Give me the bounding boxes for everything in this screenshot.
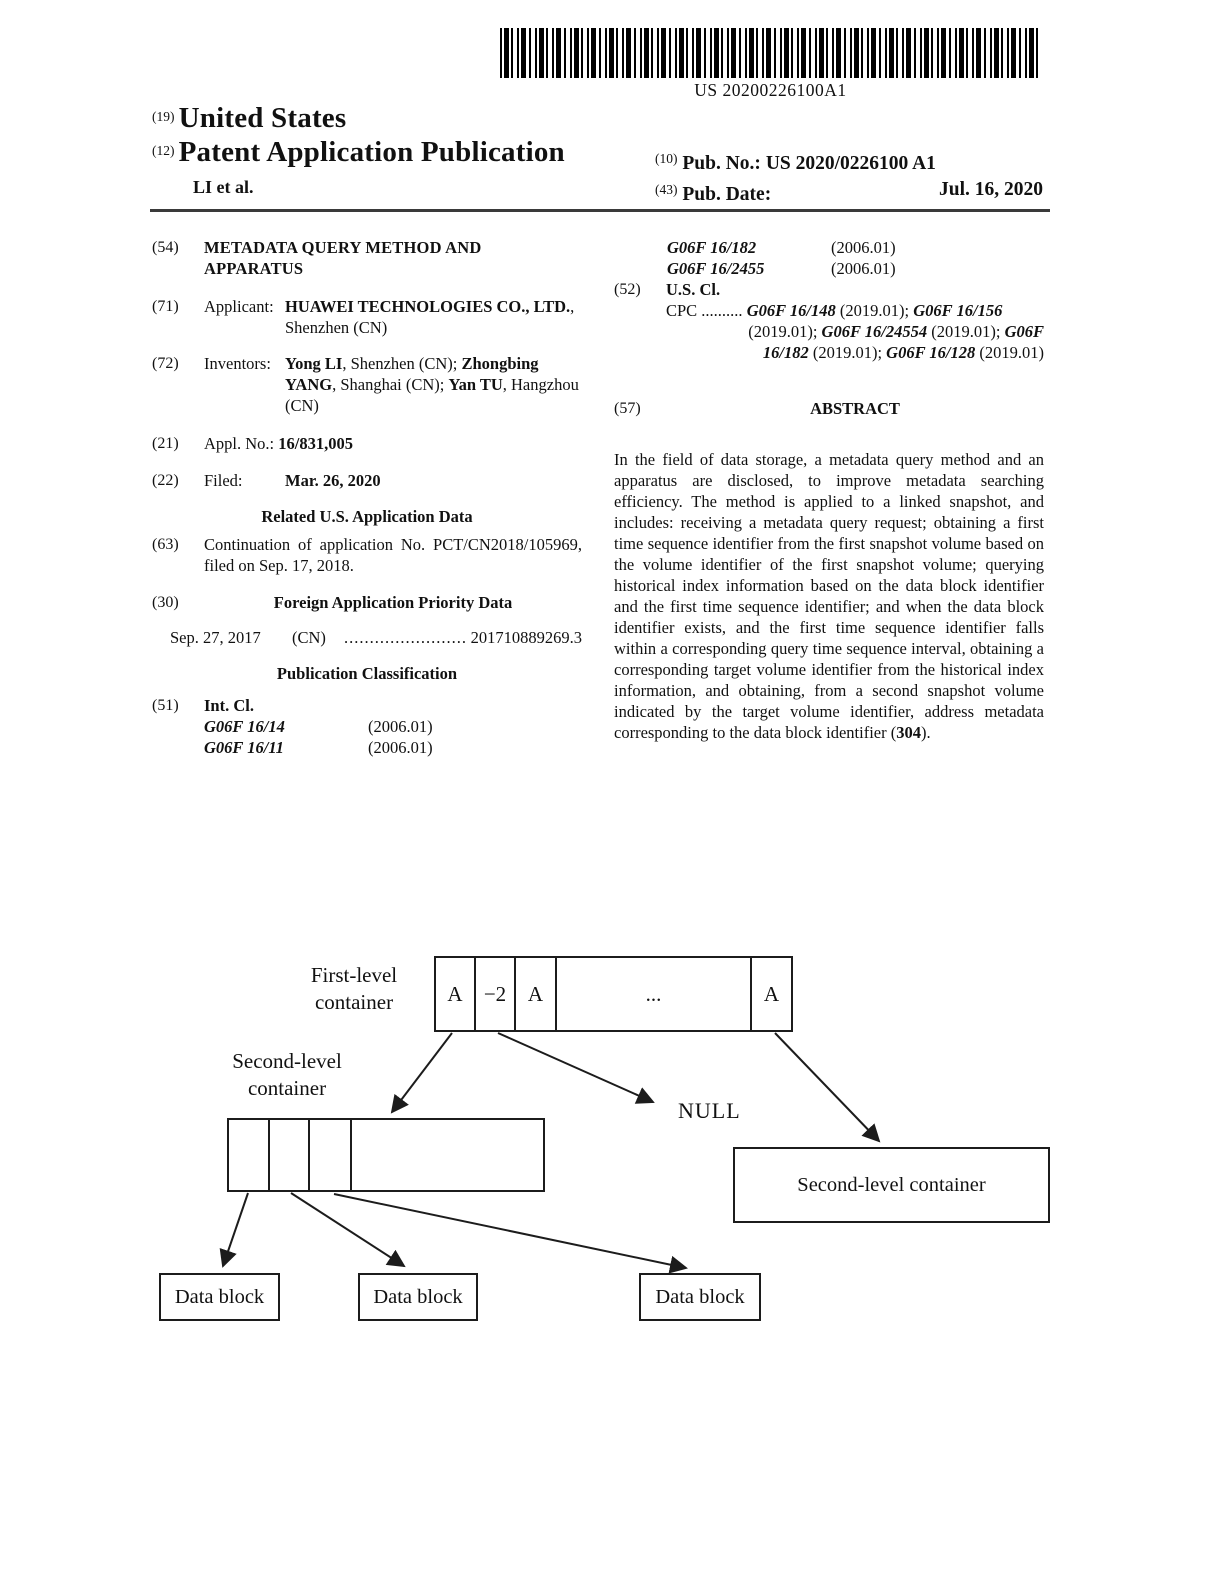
int-cl-row: G06F 16/11 (2006.01) [204,737,582,758]
priority-date: Sep. 27, 2017 [170,628,261,647]
abstract-heading-row: (57) ABSTRACT [614,398,1044,419]
data-block-box: Data block [358,1273,478,1321]
class-date: (2006.01) [831,238,896,257]
second-level-cell [310,1120,352,1190]
pub-date-row: (43) Pub. Date: Jul. 16, 2020 [655,177,1043,208]
continuation-section: (63) Continuation of application No. PCT… [152,534,582,576]
pub-no-value: US 2020/0226100 A1 [765,153,936,174]
ino-code-19: (19) [152,109,175,124]
continuation-text: Continuation of application No. PCT/CN20… [204,535,582,575]
second-level-cell [270,1120,310,1190]
cpc-line: (2019.01); G06F 16/24554 (2019.01); G06F [748,322,1044,341]
title-section: (54) METADATA QUERY METHOD AND APPARATUS [152,237,582,279]
ino-code-10: (10) [655,151,678,166]
field-code-71: (71) [152,298,179,315]
applicant-label: Applicant: [204,297,274,316]
second-level-container-left-box [227,1118,545,1192]
header-right: (10) Pub. No.: US 2020/0226100 A1 (43) P… [655,146,1043,208]
first-level-cell: −2 [476,958,516,1030]
class-date: (2006.01) [368,717,433,736]
publication-kind: Patent Application Publication [178,136,565,168]
first-level-cell: A [436,958,476,1030]
first-level-container-label: First-level container [310,963,398,1014]
ino-code-12: (12) [152,143,175,158]
priority-number: 201710889269.3 [470,628,582,647]
publication-classification-heading: Publication Classification [276,664,458,683]
first-level-cell: A [516,958,557,1030]
field-code-57: (57) [614,400,641,417]
second-level-container-right-box: Second-level container [733,1147,1050,1223]
pub-date-value: Jul. 16, 2020 [938,179,1043,200]
class-date: (2006.01) [831,259,896,278]
left-column: (54) METADATA QUERY METHOD AND APPARATUS… [152,237,582,758]
class-code: G06F 16/11 [204,738,284,757]
country-name: United States [178,102,347,134]
invention-title: METADATA QUERY METHOD AND APPARATUS [204,238,482,278]
priority-line: Sep. 27, 2017 (CN) .....................… [152,627,582,648]
abstract-text: In the field of data storage, a metadata… [614,450,1044,742]
us-cl-section: (52) U.S. Cl. CPC .......... G06F 16/148… [614,279,1044,363]
pub-no-row: (10) Pub. No.: US 2020/0226100 A1 [655,146,1043,177]
header-kind: (12) Patent Application Publication [152,138,565,167]
int-cl-row: G06F 16/2455 (2006.01) [667,258,1044,279]
related-data-heading: Related U.S. Application Data [261,507,473,526]
data-block-box: Data block [159,1273,280,1321]
int-cl-label: Int. Cl. [204,696,254,715]
field-code-21: (21) [152,435,179,452]
filed-section: (22) Filed: Mar. 26, 2020 [152,470,582,491]
cpc-line: 16/182 (2019.01); G06F 16/128 (2019.01) [762,343,1044,362]
int-cl-row: G06F 16/182 (2006.01) [667,237,1044,258]
data-block-box: Data block [639,1273,761,1321]
barcode-image [500,28,1041,78]
filed-label: Filed: [204,471,243,490]
foreign-priority-section: (30) Foreign Application Priority Data [152,592,582,613]
first-level-cell-ellipsis: ... [557,958,752,1030]
second-level-container-label: Second-level container [232,1049,342,1100]
int-cl-row: G06F 16/14 (2006.01) [204,716,582,737]
inventors-section: (72) Inventors: Yong LI, Shenzhen (CN); … [152,353,582,416]
field-code-54: (54) [152,239,179,256]
barcode-number: US 20200226100A1 [694,80,847,100]
header-authors: LI et al. [193,177,254,197]
class-code: G06F 16/2455 [667,259,765,278]
cpc-line: CPC .......... G06F 16/148 (2019.01); G0… [666,301,1003,320]
field-code-52: (52) [614,281,641,298]
right-column: G06F 16/182 (2006.01) G06F 16/2455 (2006… [614,237,1044,743]
filed-value: Mar. 26, 2020 [285,471,381,490]
pub-date-label: Pub. Date: [682,184,772,205]
inventors-label: Inventors: [204,354,271,373]
priority-dots: ......................... [344,628,465,647]
first-level-cell: A [763,981,780,1006]
header-divider [150,209,1050,212]
field-code-22: (22) [152,472,179,489]
class-code: G06F 16/182 [667,238,757,257]
int-cl-section: (51) Int. Cl. G06F 16/14 (2006.01) G06F … [152,695,582,758]
first-level-container-box: A −2 A ... A [434,956,793,1032]
class-date: (2006.01) [368,738,433,757]
abstract-heading: ABSTRACT [810,399,900,418]
field-code-51: (51) [152,697,179,714]
ino-code-43: (43) [655,182,678,197]
foreign-priority-heading: Foreign Application Priority Data [273,593,513,612]
inventors-value: Yong LI, Shenzhen (CN); Zhongbing YANG, … [285,354,579,415]
applicant-section: (71) Applicant: HUAWEI TECHNOLOGIES CO.,… [152,296,582,338]
class-code: G06F 16/14 [204,717,285,736]
second-level-cell [229,1120,270,1190]
priority-country: (CN) [292,628,326,647]
field-code-72: (72) [152,355,179,372]
header-country: (19) United States [152,104,346,133]
applicant-value: HUAWEI TECHNOLOGIES CO., LTD., Shenzhen … [285,297,575,337]
second-level-cell [352,1120,543,1190]
us-cl-label: U.S. Cl. [666,280,721,299]
appl-no-section: (21) Appl. No.: 16/831,005 [152,433,582,454]
field-code-30: (30) [152,594,179,611]
appl-no-value: Appl. No.: 16/831,005 [204,434,353,453]
pub-no-label: Pub. No.: [682,153,761,174]
null-label: NULL [678,1098,741,1123]
field-code-63: (63) [152,536,179,553]
